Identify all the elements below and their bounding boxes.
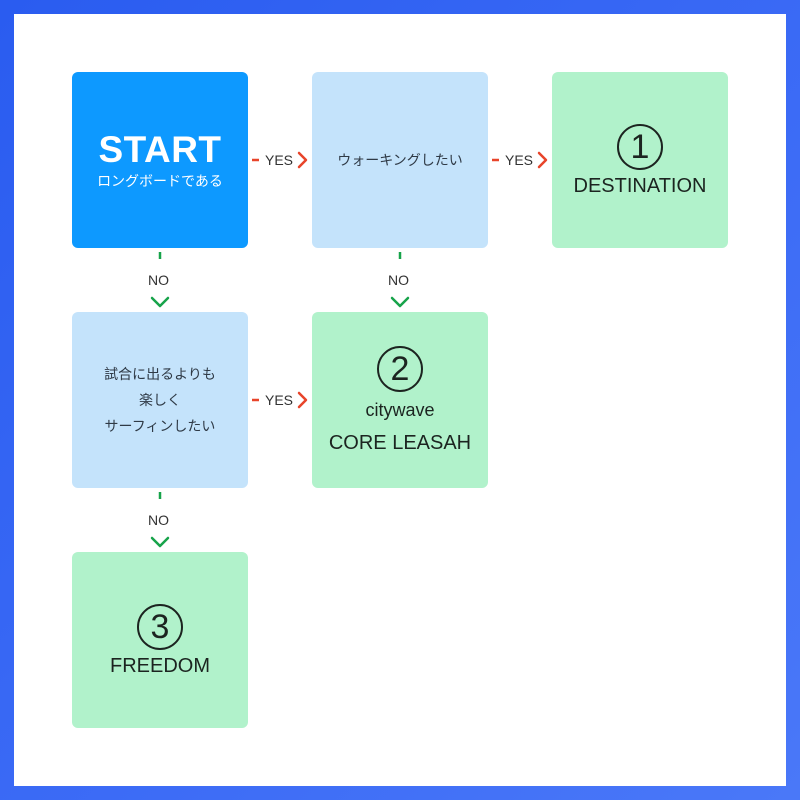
- edge-label-yes: YES: [265, 152, 294, 168]
- result-node-2: 2 citywave CORE LEASAH: [312, 312, 488, 488]
- edge-label-yes: YES: [505, 152, 534, 168]
- result-2-title: CORE LEASAH: [328, 432, 472, 454]
- result-node-3: 3 FREEDOM: [72, 552, 248, 728]
- circled-number-2: 2: [377, 346, 423, 392]
- walking-question-node: ウォーキングしたい: [312, 72, 488, 248]
- surfing-question-line-2: 楽しく: [138, 392, 181, 408]
- result-3-title: FREEDOM: [110, 654, 210, 677]
- surfing-question-line-3: サーフィンしたい: [104, 418, 216, 434]
- result-1-title: DESTINATION: [573, 174, 707, 197]
- walking-question-text: ウォーキングしたい: [337, 152, 463, 168]
- start-question: ロングボードである: [97, 173, 223, 189]
- start-node: START ロングボードである: [72, 72, 248, 248]
- edge-label-no: NO: [148, 272, 169, 288]
- circled-number-1: 1: [617, 123, 663, 170]
- surfing-question-text: 試合に出るよりも 楽しく サーフィンしたい: [94, 361, 226, 439]
- result-node-1: 1 DESTINATION: [552, 72, 728, 248]
- edge-label-no: NO: [148, 512, 169, 528]
- edge-label-no: NO: [388, 272, 409, 288]
- surfing-question-node: 試合に出るよりも 楽しく サーフィンしたい: [72, 312, 248, 488]
- edge-label-yes: YES: [265, 392, 294, 408]
- start-title: START: [98, 129, 222, 170]
- surfing-question-line-1: 試合に出るよりも: [104, 366, 216, 382]
- result-2-brand: citywave: [365, 400, 435, 420]
- circled-number-3: 3: [137, 603, 183, 650]
